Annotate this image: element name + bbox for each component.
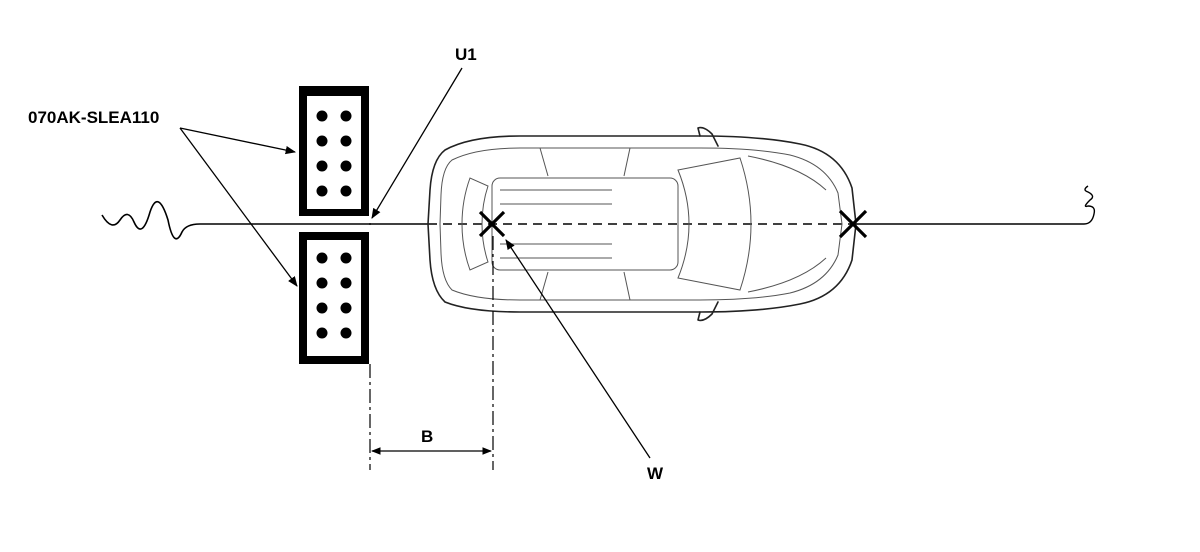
leader-target-lower [179,127,298,287]
leader-target-upper [179,127,297,155]
wavy-break-line [101,201,201,240]
leader-u1 [371,67,463,219]
label-u1: U1 [455,45,477,64]
label-target-part: 070AK-SLEA110 [28,108,159,127]
pigtail-icon [1083,185,1096,225]
label-w: W [647,464,664,483]
label-b: B [421,427,433,446]
center-mark-rear-icon [478,210,506,238]
target-panel-lower [299,232,369,364]
center-mark-front-icon [838,209,868,239]
target-panel-upper [299,86,369,216]
vehicle-top-view [427,126,857,322]
leader-w [505,239,651,459]
